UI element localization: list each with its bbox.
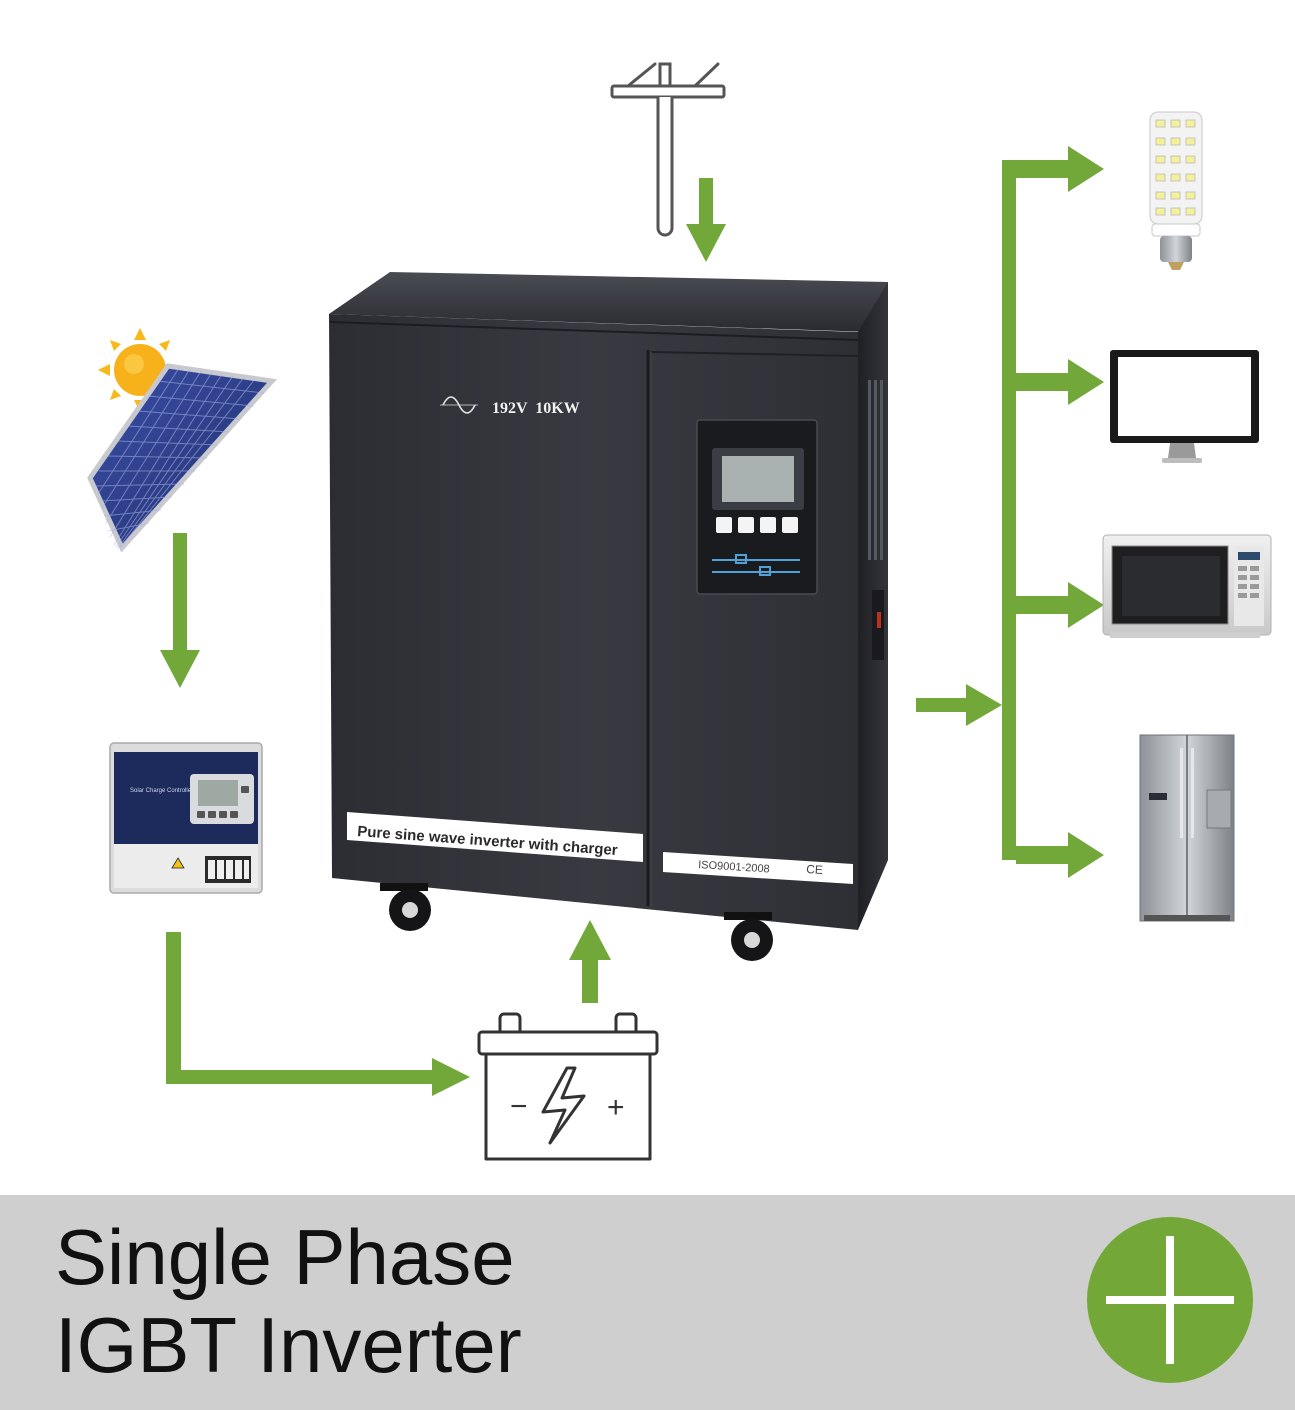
product-title: Single Phase IGBT Inverter bbox=[55, 1213, 522, 1389]
inverter-control-panel bbox=[696, 419, 818, 595]
battery-icon bbox=[477, 1012, 659, 1161]
monitor-icon bbox=[1110, 350, 1259, 463]
caster-wheel-right bbox=[724, 912, 773, 961]
battery-negative-label: − bbox=[510, 1090, 528, 1123]
inverter-cabinet: 192V 10KW Pure sine wave inverter with c… bbox=[329, 272, 888, 961]
arrow-grid-to-inverter bbox=[686, 178, 726, 262]
panel-button-2 bbox=[738, 517, 754, 533]
panel-button-1 bbox=[716, 517, 732, 533]
solar-panel-icon bbox=[87, 363, 277, 553]
inverter-banner bbox=[347, 812, 643, 862]
title-line-2: IGBT Inverter bbox=[55, 1301, 522, 1389]
footer-bar: Single Phase IGBT Inverter bbox=[0, 1195, 1295, 1410]
inverter-rating-label: 192V 10KW bbox=[492, 400, 580, 417]
caster-wheel-left bbox=[380, 883, 431, 931]
refrigerator-icon bbox=[1139, 734, 1235, 922]
power-flow-diagram: Solar Charge Controller − + bbox=[87, 62, 1272, 1161]
arrow-battery-to-inverter bbox=[569, 920, 611, 1003]
ce-mark: CE bbox=[806, 862, 824, 877]
utility-pole-icon bbox=[610, 62, 726, 237]
arrow-controller-to-battery bbox=[166, 932, 470, 1096]
led-bulb-icon bbox=[1149, 111, 1203, 270]
controller-panel-label: Solar Charge Controller bbox=[130, 788, 193, 794]
title-line-1: Single Phase bbox=[55, 1213, 515, 1301]
charge-controller: Solar Charge Controller bbox=[109, 742, 263, 894]
panel-button-4 bbox=[782, 517, 798, 533]
arrow-inverter-to-loads bbox=[916, 684, 1002, 726]
arrow-solar-to-controller bbox=[160, 533, 200, 688]
microwave-icon bbox=[1102, 534, 1272, 638]
panel-button-3 bbox=[760, 517, 776, 533]
certification-label: ISO9001-2008 bbox=[698, 859, 770, 875]
certification-strip bbox=[663, 852, 853, 884]
battery-positive-label: + bbox=[607, 1091, 625, 1124]
plus-icon[interactable] bbox=[1087, 1217, 1253, 1383]
load-distribution-bus bbox=[1002, 146, 1104, 878]
lightning-icon bbox=[541, 1066, 586, 1145]
